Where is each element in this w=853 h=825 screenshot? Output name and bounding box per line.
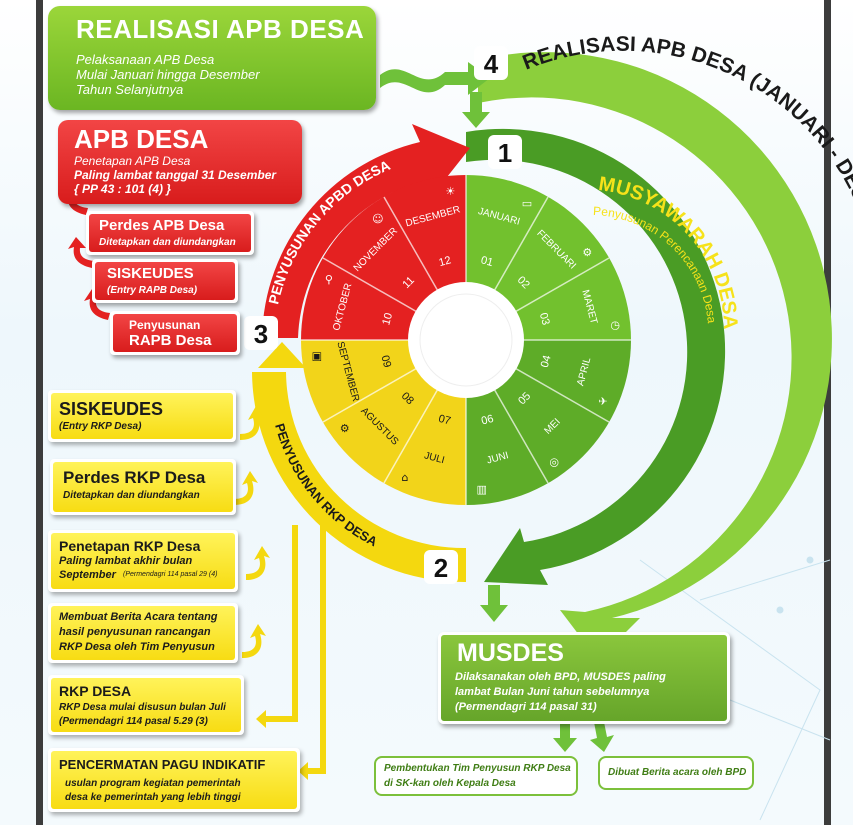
penyusunan-rapb-sub: RAPB Desa [129,332,212,349]
month-number-label: 09 [378,354,393,369]
penetapan-rkp-sub2: September [59,569,116,581]
pembentukan-tim-pill: Pembentukan Tim Penyusun RKP Desa di SK-… [374,756,578,796]
realisasi-title: REALISASI APB DESA [76,14,365,44]
step-2-number: 2 [434,553,448,583]
rkp-arrow-head [258,342,306,368]
musyawarah-arc-arrow [466,128,726,585]
realisasi-line3: Tahun Selanjutnya [76,82,184,97]
cog-icon: ⚙ [340,422,350,435]
background-lines [639,556,831,821]
penyusunan-rapb-card: Penyusunan RAPB Desa [110,311,240,355]
berita-bpd-text: Dibuat Berita acara oleh BPD [608,767,747,778]
realisasi-box: REALISASI APB DESA Pelaksanaan APB Desa … [48,6,376,110]
penetapan-rkp-sub1: Paling lambat akhir bulan [59,555,193,567]
pembentukan-line1: Pembentukan Tim Penyusun RKP Desa [384,763,571,774]
briefcase-icon: ▣ [312,350,322,363]
pill-arrow-right [590,722,614,752]
rkp-desa-card: RKP DESA RKP Desa mulai disusun bulan Ju… [48,675,244,735]
musdes-arrow [480,585,508,622]
berita-acara-card: Membuat Berita Acara tentang hasil penyu… [48,603,238,663]
month-number-label: 12 [438,254,453,269]
penyusunan-rapb-title: Penyusunan [129,318,201,332]
berita-bpd-pill: Dibuat Berita acara oleh BPD [598,756,754,790]
perdes-apb-title: Perdes APB Desa [99,217,225,234]
apb-title: APB DESA [74,124,209,154]
realisasi-arc-arrow [478,52,832,661]
realisasi-line1: Pelaksanaan APB Desa [76,52,215,67]
realisasi-line2: Mulai Januari hingga Desember [76,67,260,82]
yellow-flow-arrows [234,406,326,780]
frame-edge-right [824,0,831,825]
perdes-rkp-card: Perdes RKP Desa Ditetapkan dan diundangk… [50,459,236,515]
penetapan-rkp-title: Penetapan RKP Desa [59,538,201,554]
musdes-line2: lambat Bulan Juni tahun sebelumnya [455,686,650,698]
globe-icon: ◎ [549,455,559,468]
month-wheel [301,175,631,505]
search-icon: ⚲ [325,273,333,286]
penetapan-rkp-card: Penetapan RKP Desa Paling lambat akhir b… [48,530,238,592]
apb-desa-box: APB DESA Penetapan APB Desa Paling lamba… [58,120,302,204]
month-number-label: 03 [537,312,552,327]
clock-icon: ◷ [610,318,620,331]
factory-icon: ▥ [476,483,486,496]
people-icon: ☺ [372,213,383,226]
month-number-label: 01 [479,254,494,269]
month-number-label: 06 [480,413,495,428]
apb-line3: { PP 43 : 101 (4) } [74,182,171,196]
siskeudes-apb-sub: (Entry RAPB Desa) [107,285,198,296]
perdes-apb-card: Perdes APB Desa Ditetapkan dan diundangk… [86,211,254,255]
pagu-indikatif-card: PENCERMATAN PAGU INDIKATIF usulan progra… [48,748,300,812]
siskeudes-apb-card: SISKEUDES (Entry RAPB Desa) [92,259,238,303]
apb-line2: Paling lambat tanggal 31 Desember [74,168,277,182]
bulb-icon: ☀ [445,185,455,198]
step-4-number: 4 [484,49,499,79]
gear-icon: ⚙ [582,246,592,259]
siskeudes-rkp-sub: (Entry RKP Desa) [59,421,142,432]
musdes-box: MUSDES Dilaksanakan oleh BPD, MUSDES pal… [438,632,730,724]
connector-arrow-down [462,92,490,128]
rkp-desa-sub1: RKP Desa mulai disusun bulan Juli [59,702,226,713]
pagu-title: PENCERMATAN PAGU INDIKATIF [59,757,266,772]
pagu-sub1: usulan program kegiatan pemerintah [65,778,241,789]
step-1-number: 1 [498,138,512,168]
musdes-title: MUSDES [457,639,564,667]
perdes-rkp-title: Perdes RKP Desa [63,468,206,487]
rkp-desa-sub2: (Permendagri 114 pasal 5.29 (3) [59,716,208,727]
penetapan-rkp-ref: (Permendagri 114 pasal 29 (4) [123,571,218,578]
siskeudes-rkp-card: SISKEUDES (Entry RKP Desa) [48,390,236,442]
pembentukan-line2: di SK-kan oleh Kepala Desa [384,778,516,789]
pagu-sub2: desa ke pemerintah yang lebih tinggi [65,792,241,803]
apb-line1: Penetapan APB Desa [74,154,191,168]
perdes-rkp-sub: Ditetapkan dan diundangkan [63,490,200,501]
plane-icon: ✈ [598,395,607,408]
month-number-label: 04 [539,354,554,369]
musdes-line3: (Permendagri 114 pasal 31) [455,701,597,713]
siskeudes-rkp-title: SISKEUDES [59,399,164,419]
pill-arrow-left [553,722,577,752]
frame-edge-left [36,0,43,825]
month-number-label: 10 [380,312,395,327]
home-icon: ⌂ [401,471,408,484]
berita-line1: Membuat Berita Acara tentang [59,611,218,623]
siskeudes-apb-title: SISKEUDES [107,265,194,282]
apbd-arc-arrow [262,124,470,338]
musdes-line1: Dilaksanakan oleh BPD, MUSDES paling [455,671,666,683]
rkp-desa-title: RKP DESA [59,683,132,699]
step-badges [244,46,522,584]
perdes-apb-sub: Ditetapkan dan diundangkan [99,237,236,248]
berita-line3: RKP Desa oleh Tim Penyusun [59,641,215,653]
monitor-icon: ▭ [522,197,532,210]
connector-arrow [380,62,490,95]
step-3-number: 3 [254,319,268,349]
month-name-label: JULI [423,450,446,466]
berita-line2: hasil penyusunan rancangan [59,626,211,638]
month-number-label: 07 [437,413,452,428]
